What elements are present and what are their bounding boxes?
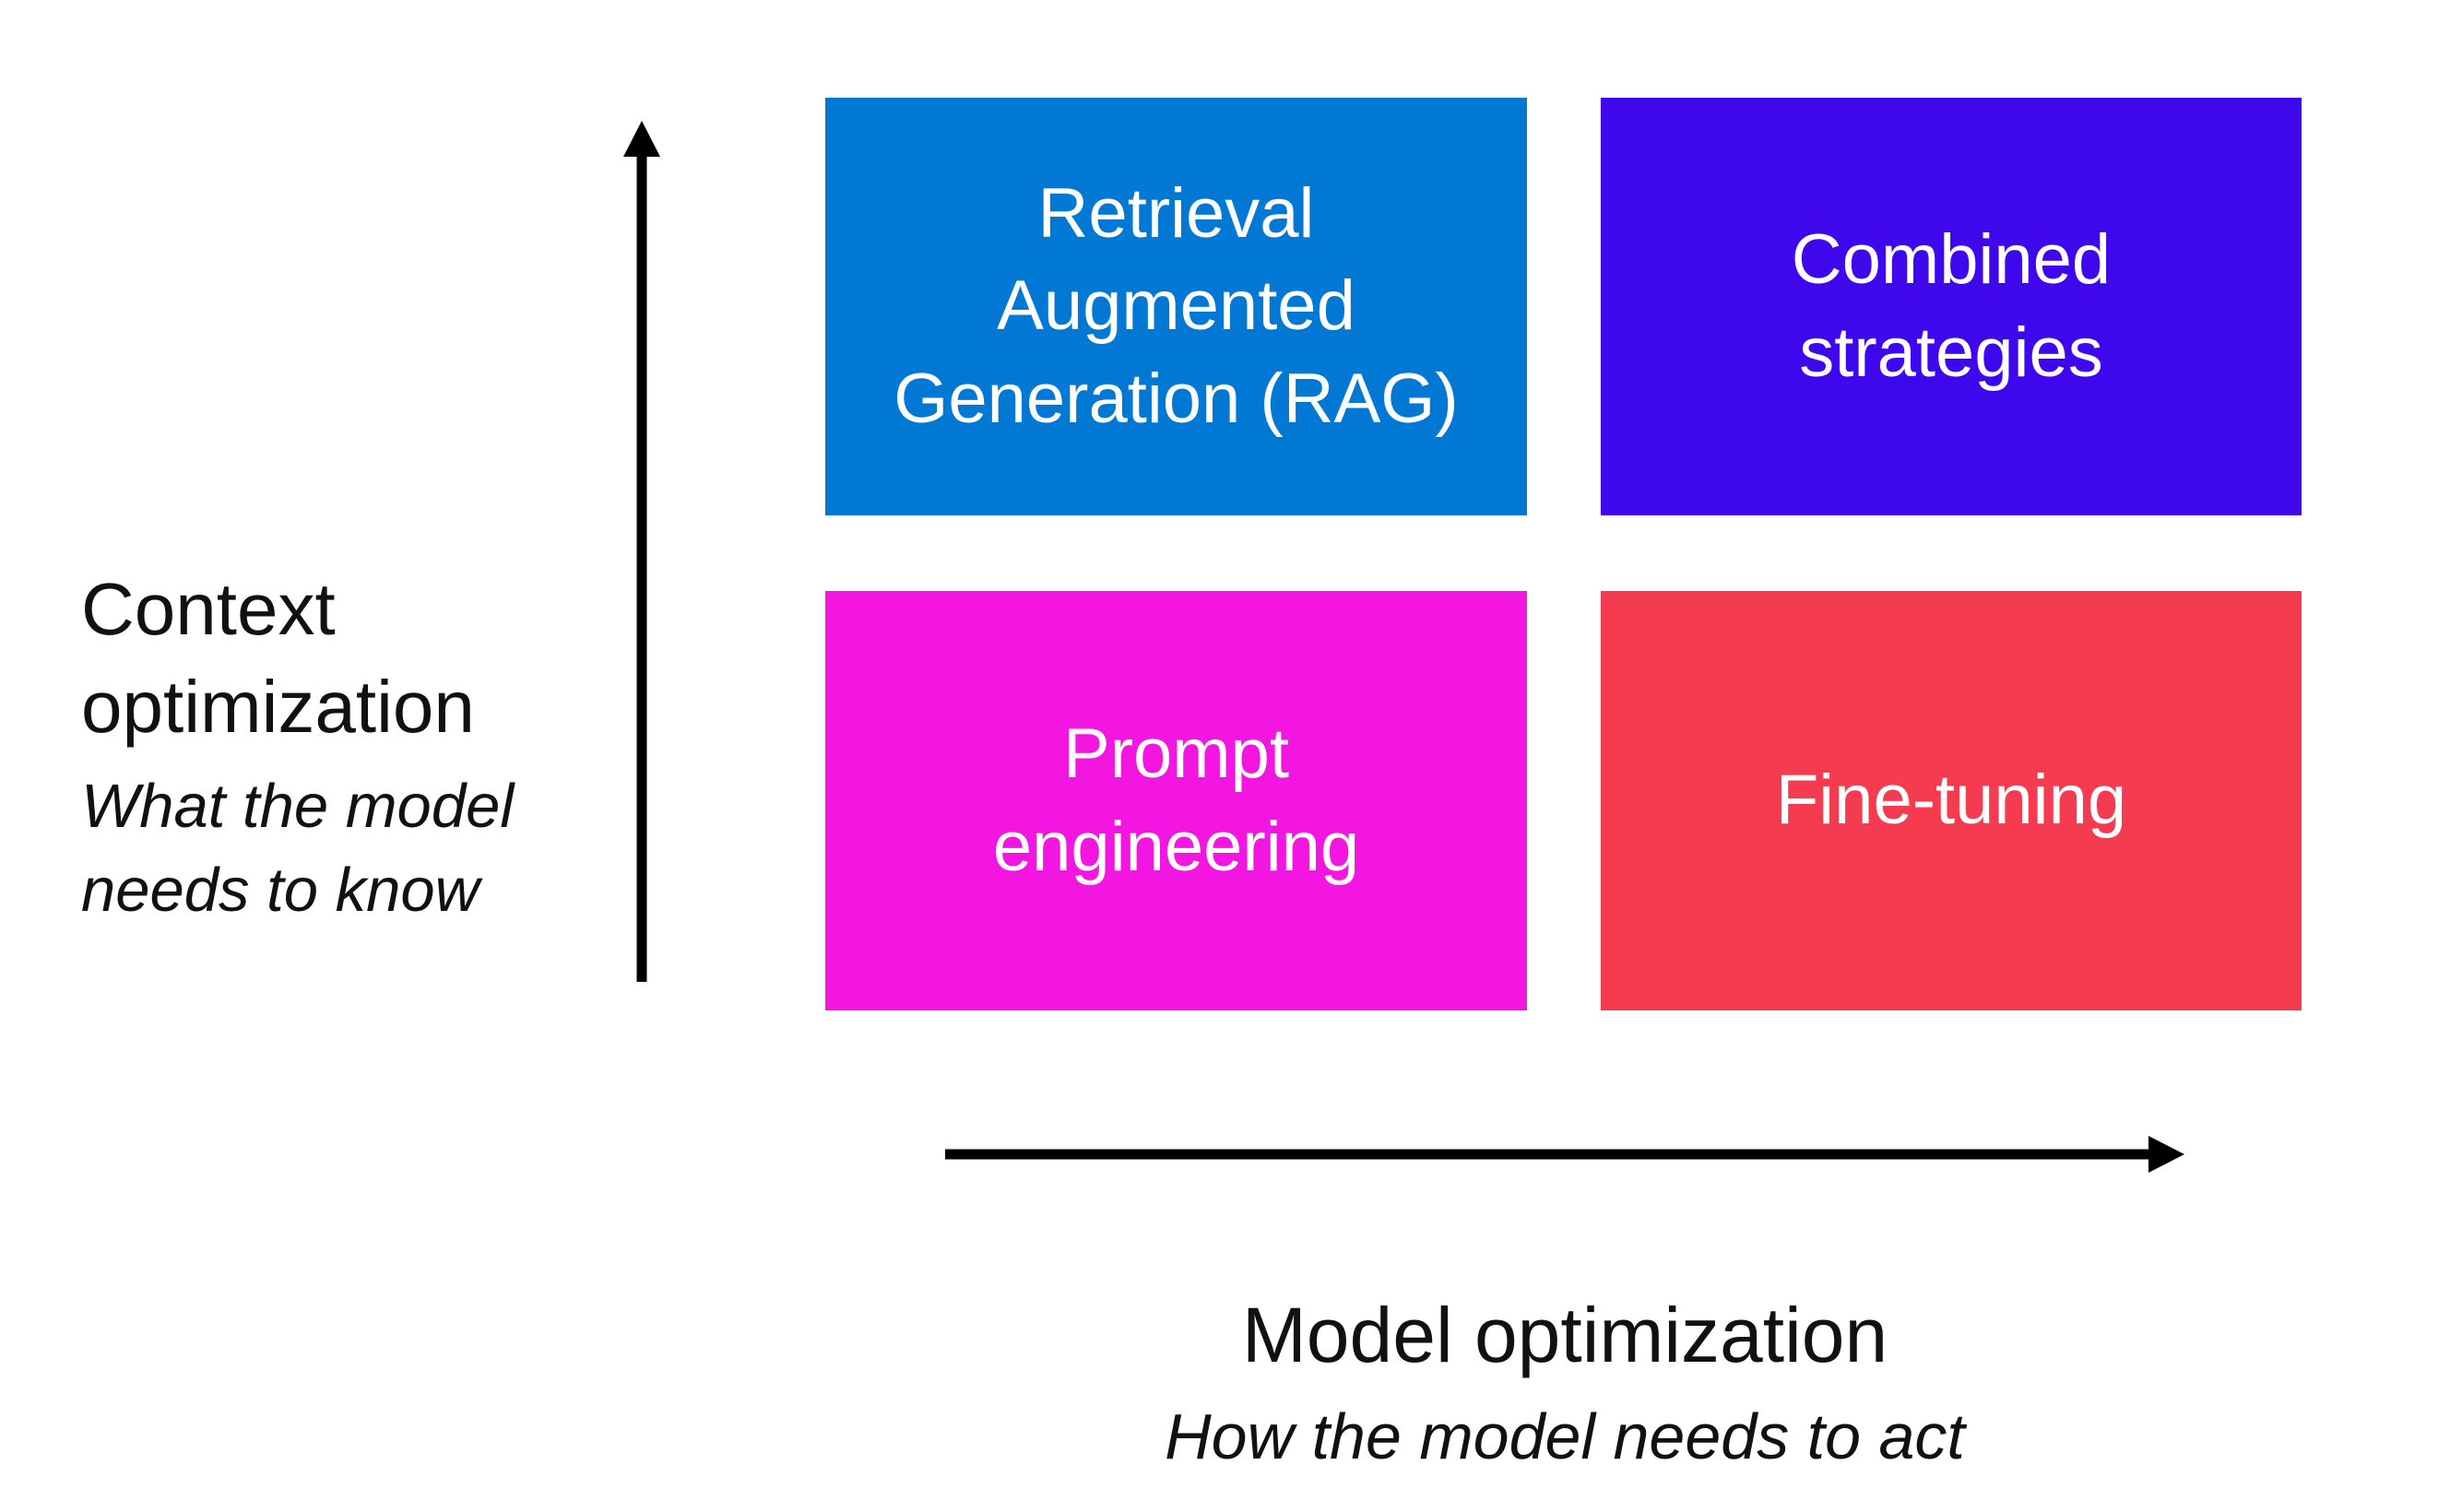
vertical-axis-title: Context optimization [81,568,475,748]
vertical-axis-arrow-icon [623,121,660,982]
quadrant-rag: Retrieval Augmented Generation (RAG) [825,98,1527,515]
quadrant-rag-label: Retrieval Augmented Generation (RAG) [894,174,1459,438]
horizontal-axis-arrow-icon [945,1136,2184,1173]
quadrant-fine-tuning: Fine-tuning [1601,591,2302,1010]
quadrant-combined-strategies: Combined strategies [1601,98,2302,515]
quadrant-fine-tuning-label: Fine-tuning [1775,761,2127,840]
vertical-axis-label-block: Context optimization What the model need… [81,561,598,932]
horizontal-axis-label-block: Model optimization How the model needs t… [945,1289,2184,1479]
horizontal-axis-subtitle: How the model needs to act [1165,1400,1965,1472]
vertical-axis-subtitle: What the model needs to know [81,772,515,926]
quadrant-combined-strategies-label: Combined strategies [1791,220,2112,392]
quadrant-prompt-engineering-label: Prompt engineering [992,715,1360,886]
quadrant-prompt-engineering: Prompt engineering [825,591,1527,1010]
horizontal-axis-title: Model optimization [1241,1292,1888,1378]
